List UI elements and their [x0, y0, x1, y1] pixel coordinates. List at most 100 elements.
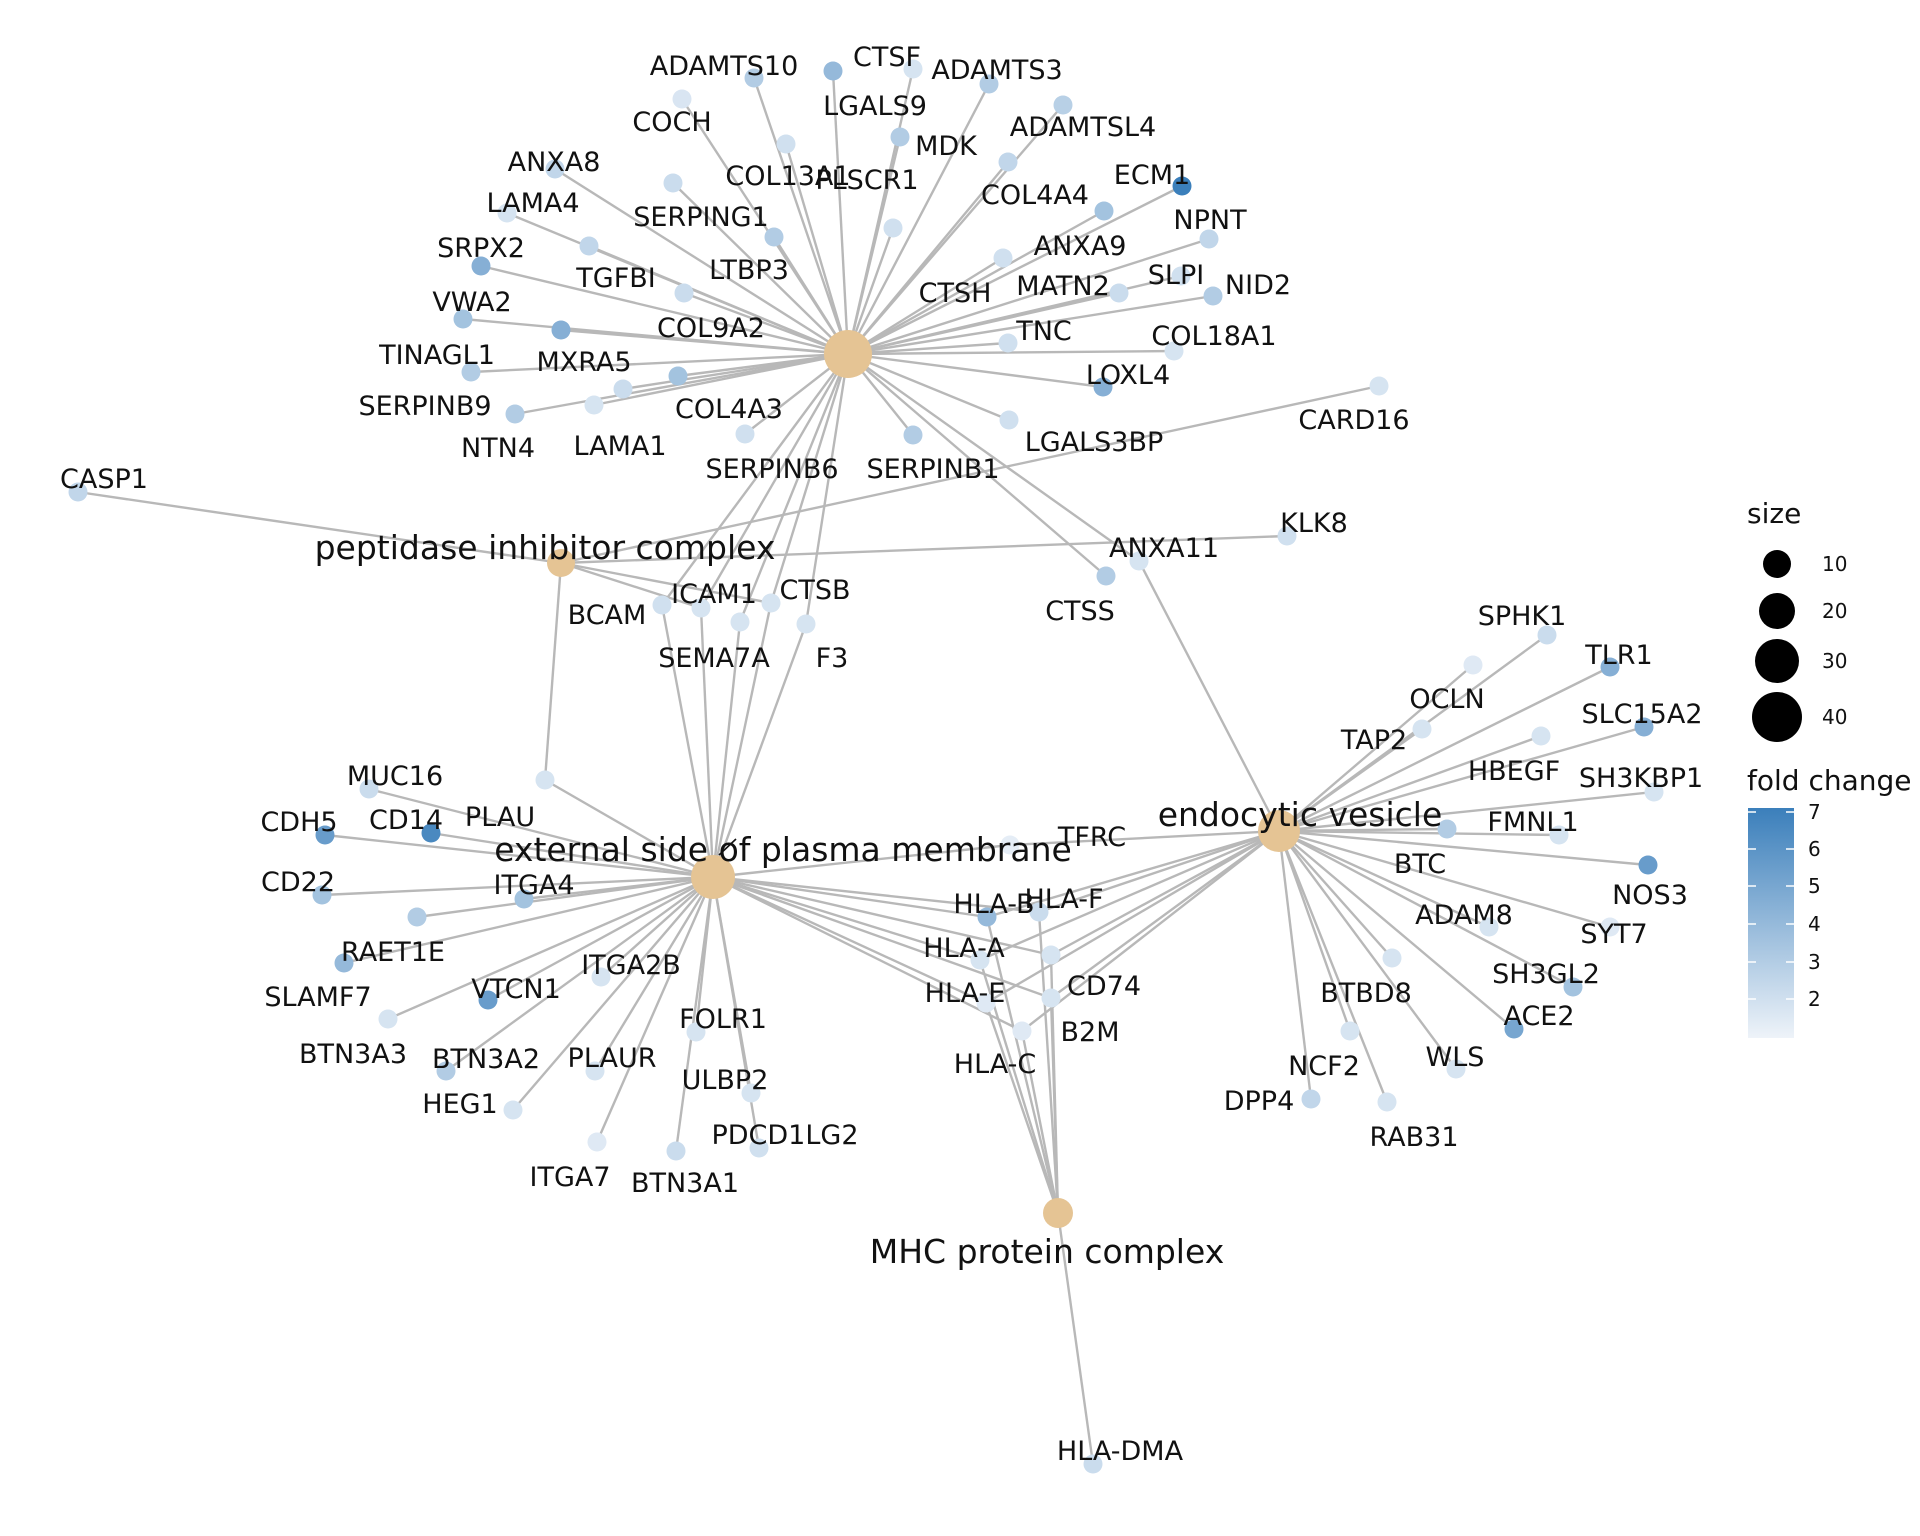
gene-node-heg1	[503, 1100, 523, 1120]
gene-node-anxa11	[1129, 551, 1149, 571]
gene-node-col4a3	[668, 366, 688, 386]
gene-node-itga4	[514, 889, 534, 909]
gene-node-cd14	[421, 823, 441, 843]
gene-node-ctsb	[761, 593, 781, 613]
edge-ctss-ecm	[847, 353, 1107, 577]
edge-hla-c-ev	[1021, 830, 1280, 1032]
edge-hla-f-esp	[712, 875, 1040, 914]
edge-hla-c-mhc	[1020, 1030, 1060, 1214]
gene-node-col9a2	[674, 283, 694, 303]
edge-adamts10-ecm	[752, 77, 850, 355]
gene-node-lgals9	[823, 61, 843, 81]
gene-label-serpinb1: SERPINB1	[866, 454, 999, 485]
edge-hla-b-mhc	[985, 916, 1060, 1214]
size-legend-swatch-30	[1755, 639, 1799, 683]
gene-label-btn3a1: BTN3A1	[631, 1168, 739, 1199]
edge-icam1-ecm	[699, 353, 850, 609]
gene-label-hla-c: HLA-C	[954, 1049, 1036, 1080]
gene-label-btbd8: BTBD8	[1320, 978, 1412, 1009]
gene-node-fmnl1	[1549, 825, 1569, 845]
gene-node-cd74	[1041, 945, 1061, 965]
gene-label-nid2: NID2	[1225, 270, 1291, 301]
hub-label-leader-line	[718, 838, 737, 856]
edge-tfrc-esp	[712, 843, 1011, 879]
gene-label-col4a3: COL4A3	[675, 394, 783, 425]
gene-label-hla-dma: HLA-DMA	[1057, 1436, 1184, 1467]
colorbar-tick-label-5: 5	[1808, 874, 1821, 898]
gene-label-btn3a2: BTN3A2	[432, 1044, 540, 1075]
edge-card16-pic	[560, 384, 1380, 565]
edge-mxra5-ecm	[560, 328, 849, 356]
edge-plaur-esp	[593, 876, 715, 1072]
gene-label-ctsb: CTSB	[779, 575, 850, 606]
edge-bcam-ecm	[661, 353, 849, 606]
size-legend-title: size	[1747, 497, 1801, 530]
gene-label-casp1: CASP1	[60, 464, 148, 495]
gene-node-loxl4	[1093, 377, 1113, 397]
gene-node-btc	[1437, 819, 1457, 839]
gene-label-adamtsl4: ADAMTSL4	[1010, 112, 1156, 143]
gene-node-bcam	[652, 595, 672, 615]
gene-label-col13a1: COL13A1	[725, 161, 850, 192]
gene-node-hla-f	[1029, 902, 1049, 922]
edge-hbegf-ev	[1278, 734, 1542, 833]
edge-col4a4-ecm	[847, 161, 1009, 355]
edge-muc16-esp	[368, 787, 714, 879]
edge-slamf7-esp	[343, 875, 714, 965]
gene-node-nos3	[1638, 855, 1658, 875]
gene-node-coch	[672, 89, 692, 109]
gene-node-klk8	[1277, 526, 1297, 546]
gene-label-hla-f: HLA-F	[1024, 884, 1103, 915]
edge-cd74-ev	[1050, 829, 1280, 957]
edge-plau-esp	[544, 778, 714, 879]
edge-ocln-ev	[1278, 664, 1474, 832]
edge-cd74-esp	[712, 875, 1052, 957]
edge-anxa11-ecm	[847, 353, 1140, 562]
gene-node-itga2b	[591, 967, 611, 987]
edge-mdk-ecm	[846, 136, 902, 355]
gene-label-cdh5: CDH5	[260, 807, 337, 838]
gene-label-matn2: MATN2	[1016, 271, 1110, 302]
edge-adamts3-ecm	[846, 83, 991, 355]
edge-raet1e-esp	[416, 875, 714, 919]
edge-ncf2-ev	[1277, 830, 1352, 1032]
colorbar-tick-label-7: 7	[1808, 800, 1821, 824]
gene-label-sh3gl2: SH3GL2	[1492, 959, 1600, 990]
fold-change-colorbar	[1748, 808, 1794, 1038]
edge-plau-pic	[543, 562, 563, 781]
gene-node-tfrc	[1000, 835, 1020, 855]
edge-anxa9-ecm	[847, 209, 1105, 356]
gene-node-sh3kbp1	[1644, 782, 1664, 802]
gene-node-ltbp3	[764, 227, 784, 247]
gene-node-hla-b	[977, 907, 997, 927]
edge-hla-f-ev	[1038, 829, 1280, 914]
gene-node-ctsh	[993, 248, 1013, 268]
gene-label-ltbp3: LTBP3	[709, 255, 789, 286]
gene-node-tlr1	[1600, 657, 1620, 677]
gene-node-raet1e	[407, 907, 427, 927]
edge-b2m-esp	[712, 875, 1052, 1000]
edge-hla-e-mhc	[984, 1002, 1060, 1214]
edge-tnc-ecm	[847, 341, 1009, 356]
size-legend-swatch-40	[1752, 692, 1802, 742]
edge-btn3a2-esp	[445, 876, 714, 1072]
gene-node-hla-c	[1012, 1021, 1032, 1041]
edge-btn3a3-esp	[387, 875, 714, 1021]
gene-node-anxa8	[545, 159, 565, 179]
edge-pdcd1lg2-esp	[711, 876, 761, 1149]
gene-label-nos3: NOS3	[1612, 880, 1688, 911]
fold-change-legend-title: fold change	[1747, 764, 1912, 797]
edge-btc-ev	[1278, 827, 1448, 833]
gene-label-lgals9: LGALS9	[823, 91, 927, 122]
gene-node-b2m	[1041, 988, 1061, 1008]
gene-node-muc16	[359, 779, 379, 799]
gene-label-btc: BTC	[1394, 849, 1446, 880]
gene-label-tap2: TAP2	[1340, 725, 1407, 756]
gene-node-matn2	[1109, 283, 1129, 303]
edge-tlr1-ev	[1278, 665, 1611, 833]
edge-cd22-esp	[321, 875, 714, 897]
gene-label-f3: F3	[816, 643, 849, 674]
edge-syt7-ev	[1278, 829, 1611, 929]
category-label-external-side-of-plasma-membrane: external side of plasma membrane	[494, 830, 1072, 869]
